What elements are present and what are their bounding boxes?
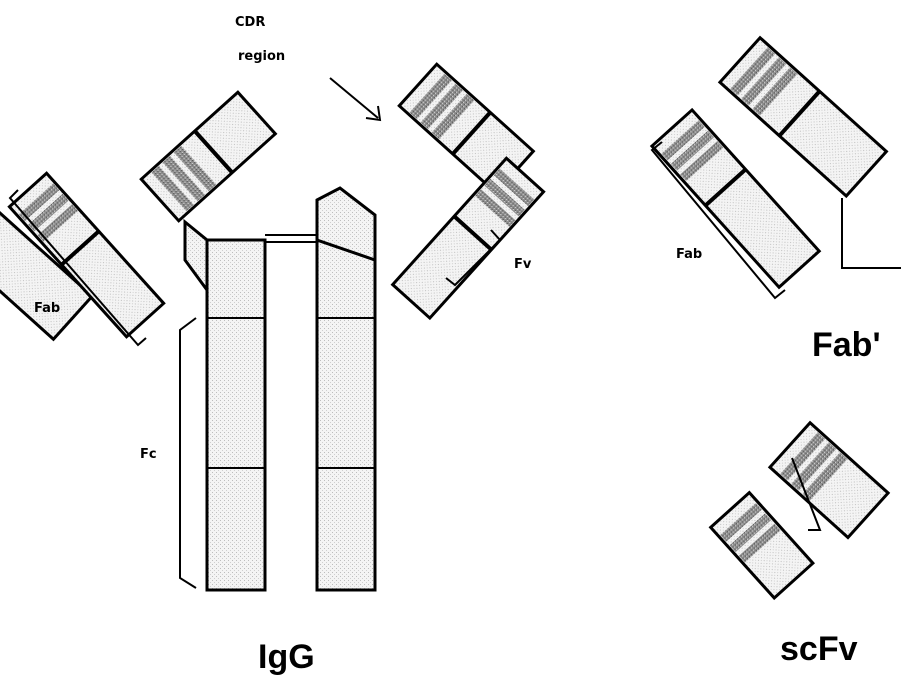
scfv-fragment: scFv	[711, 423, 888, 668]
igg-title: IgG	[258, 638, 315, 676]
fab-prime-title: Fab'	[812, 326, 881, 364]
scfv-heavy-domain	[770, 423, 888, 538]
igg-molecule: CDR region Fab Fv Fc IgG	[0, 15, 544, 676]
cdr-label-line2: region	[238, 49, 285, 64]
cdr-arrow	[330, 78, 380, 120]
left-hinge-region	[185, 222, 207, 290]
left-heavy-arm	[141, 92, 275, 221]
heavy-chain-left	[207, 240, 265, 590]
scfv-light-domain	[711, 493, 813, 598]
cdr-label-line1: CDR	[235, 15, 265, 30]
fc-bracket	[180, 318, 196, 588]
fab-prime-fragment: Fab Fab'	[652, 38, 901, 364]
heavy-chain-right-stem	[317, 240, 375, 590]
fv-label: Fv	[514, 257, 532, 272]
fc-label: Fc	[140, 447, 157, 462]
hinge-disulfide-bonds	[265, 235, 317, 242]
heavy-chain-left-stem	[207, 240, 265, 590]
scfv-title: scFv	[780, 630, 858, 668]
heavy-chain-right	[317, 240, 375, 590]
fab-label-right: Fab	[676, 247, 702, 262]
right-light-chain	[393, 158, 544, 318]
fab-prime-hinge	[842, 198, 901, 268]
fab-label-left: Fab	[34, 301, 60, 316]
